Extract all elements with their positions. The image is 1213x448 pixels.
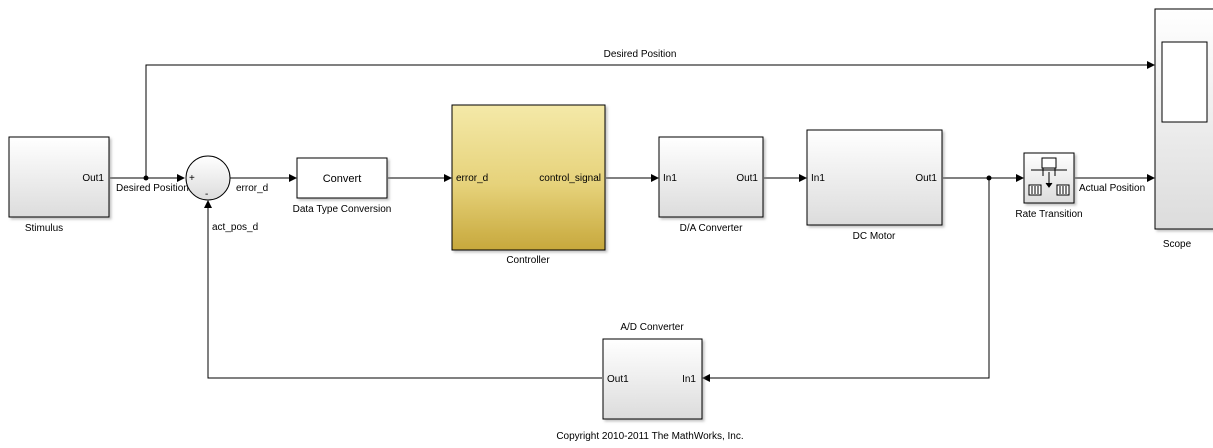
signal-label-act-pos-d: act_pos_d: [212, 222, 258, 233]
da-caption: D/A Converter: [680, 223, 743, 234]
wire-ad-to-sum-feedback[interactable]: [204, 200, 602, 379]
scope-caption: Scope: [1163, 239, 1192, 250]
copyright-text: Copyright 2010-2011 The MathWorks, Inc.: [556, 431, 743, 442]
wire-motor-to-ad[interactable]: [702, 178, 990, 382]
stimulus-block[interactable]: Out1 Stimulus: [8, 136, 110, 234]
da-in-port: In1: [663, 173, 677, 184]
branch-point-actual: [986, 175, 992, 181]
signal-label-error-d: error_d: [236, 183, 268, 194]
rate-transition-caption: Rate Transition: [1015, 209, 1082, 220]
stimulus-caption: Stimulus: [25, 223, 63, 234]
ad-caption: A/D Converter: [620, 322, 684, 333]
signal-label-desired-position: Desired Position: [116, 183, 189, 194]
stimulus-out-port: Out1: [82, 173, 104, 184]
scope-block[interactable]: Scope: [1154, 8, 1213, 250]
ad-in-port: In1: [682, 374, 696, 385]
signal-label-actual-position: Actual Position: [1079, 183, 1145, 194]
rate-transition-icon: [1028, 157, 1070, 196]
ad-converter-block[interactable]: Out1 In1 A/D Converter: [602, 322, 703, 420]
motor-in-port: In1: [811, 173, 825, 184]
controller-caption: Controller: [506, 255, 550, 266]
signal-lines: [110, 61, 1155, 382]
convert-block[interactable]: Convert Data Type Conversion: [293, 157, 392, 215]
motor-out-port: Out1: [915, 173, 937, 184]
controller-out-port: control_signal: [539, 173, 601, 184]
sum-block[interactable]: + -: [185, 155, 231, 201]
ad-out-port: Out1: [607, 374, 629, 385]
sum-minus-sign: -: [205, 189, 208, 200]
da-converter-block[interactable]: In1 Out1 D/A Converter: [658, 136, 764, 234]
da-out-port: Out1: [736, 173, 758, 184]
signal-label-desired-position-top: Desired Position: [604, 49, 677, 60]
rate-transition-block[interactable]: Rate Transition: [1015, 152, 1083, 220]
convert-caption: Data Type Conversion: [293, 204, 392, 215]
scope-screen-icon: [1161, 41, 1208, 123]
controller-in-port: error_d: [456, 173, 488, 184]
wire-desired-position-to-scope[interactable]: [145, 61, 1155, 178]
dc-motor-block[interactable]: In1 Out1 DC Motor: [806, 129, 943, 242]
motor-caption: DC Motor: [853, 231, 896, 242]
convert-block-text: Convert: [323, 173, 362, 185]
controller-block[interactable]: error_d control_signal Controller: [451, 104, 606, 266]
sum-plus-sign: +: [189, 173, 195, 184]
branch-point-desired: [143, 175, 149, 181]
